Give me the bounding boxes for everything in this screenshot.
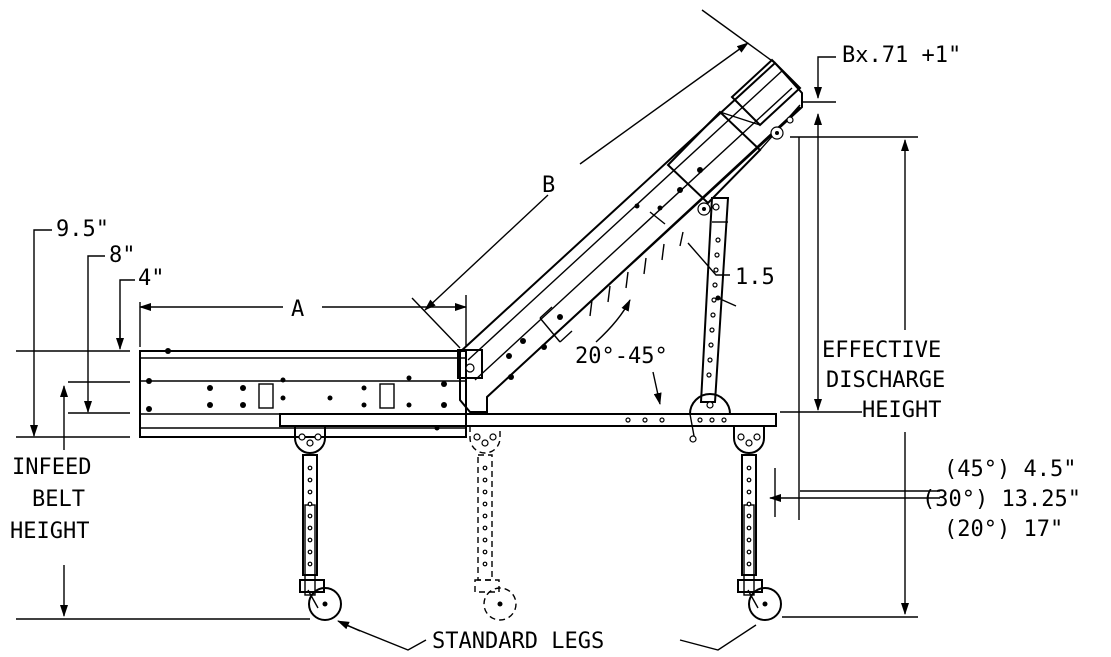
infeed-label-line1: INFEED: [12, 455, 91, 480]
effective-label-line2: DISCHARGE: [826, 368, 945, 393]
dimension-a-label: A: [291, 297, 304, 322]
angle-30-label: (30°) 13.25": [922, 487, 1081, 512]
incline-section: [457, 58, 803, 413]
effective-label-line3: HEIGHT: [862, 398, 941, 423]
dimension-b-label: B: [542, 173, 555, 198]
dimension-4-label: 4": [138, 266, 165, 291]
dimension-8-label: 8": [109, 243, 136, 268]
incline-support-strut: [688, 197, 737, 415]
infeed-section: [139, 348, 467, 438]
standard-legs-label: STANDARD LEGS: [432, 629, 604, 654]
angle-45-label: (45°) 4.5": [944, 457, 1076, 482]
base-frame: [279, 413, 777, 443]
infeed-label-line2: BELT: [32, 487, 85, 512]
infeed-label-line3: HEIGHT: [10, 519, 89, 544]
standard-leg-right: [733, 425, 782, 621]
effective-label-line1: EFFECTIVE: [822, 338, 941, 363]
standard-leg-middle: [469, 425, 517, 621]
angle-range-label: 20°-45°: [575, 344, 668, 369]
dimension-1-5-label: 1.5: [735, 265, 775, 290]
dimension-lines: [16, 9, 940, 651]
angle-20-label: (20°) 17": [944, 517, 1063, 542]
dimension-b-extension-label: Bx.71 +1": [842, 43, 961, 68]
standard-leg-left: [294, 425, 342, 621]
dimension-9-5-label: 9.5": [56, 217, 109, 242]
